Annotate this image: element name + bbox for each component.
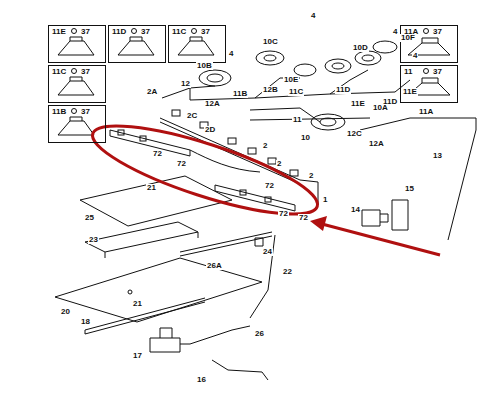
callout-number: 72 <box>278 210 289 218</box>
callout-number: 37 <box>81 68 90 76</box>
callout-number: 72 <box>264 182 275 190</box>
callout-number: 4 <box>412 52 418 60</box>
inset-box: 11C 37 <box>48 65 106 103</box>
bracket <box>85 222 198 258</box>
callout-number: 10B <box>196 62 213 70</box>
callout-number: 22 <box>282 268 293 276</box>
callout-number: 10F <box>400 34 416 42</box>
fitting <box>255 238 263 246</box>
part-number: 11D <box>112 28 126 36</box>
base-plate <box>55 258 262 322</box>
gas-pipe <box>212 360 268 380</box>
regulator <box>150 328 190 352</box>
callout-number: 10C <box>262 38 279 46</box>
support-bar <box>85 298 205 334</box>
callout-number: 12 <box>180 80 191 88</box>
inset-box: 11 37 <box>400 65 458 103</box>
callout-number: 11 <box>292 116 302 124</box>
part-number: 11 <box>404 68 412 76</box>
inset-box: 11B 37 <box>48 105 106 143</box>
inset-box: 11E 37 <box>48 25 106 63</box>
callout-number: 1 <box>322 196 328 204</box>
heat-shield <box>80 176 232 226</box>
callout-number: 16 <box>196 376 207 384</box>
callout-number: 25 <box>84 214 95 222</box>
callout-number: 72 <box>176 160 187 168</box>
callout-number: 4 <box>310 12 316 20</box>
callout-number: 10E <box>283 76 299 84</box>
callout-number: 12B <box>262 86 279 94</box>
gas-pipe <box>190 326 250 344</box>
callout-number: 13 <box>432 152 443 160</box>
part-number: 11C <box>52 68 66 76</box>
callout-number: 2A <box>146 88 158 96</box>
callout-number: 17 <box>132 352 143 360</box>
gas-tube <box>162 70 476 240</box>
callout-number: 26A <box>206 262 223 270</box>
callout-number: 72 <box>298 214 309 222</box>
part-number: 11C <box>172 28 186 36</box>
solenoid <box>362 210 388 226</box>
callout-number: 37 <box>433 68 442 76</box>
callout-number: 12C <box>346 130 363 138</box>
callout-number: 2D <box>204 126 216 134</box>
callout-number: 37 <box>433 28 442 36</box>
callout-number: 37 <box>201 28 210 36</box>
callout-number: 12A <box>368 140 385 148</box>
inset-box: 11A37 <box>400 25 458 63</box>
callout-number: 15 <box>404 185 415 193</box>
callout-number: 18 <box>80 318 91 326</box>
burner <box>199 41 397 130</box>
callout-number: 21 <box>146 184 157 192</box>
callout-number: 2 <box>308 172 314 180</box>
valve-inset-art <box>58 29 450 136</box>
callout-number: 26 <box>254 330 265 338</box>
inset-box: 11D 37 <box>108 25 166 63</box>
part-number: 11B <box>52 108 66 116</box>
gas-pipe <box>250 235 275 318</box>
callout-number: 2 <box>276 160 282 168</box>
highlight-arrow <box>310 216 440 255</box>
callout-number: 10D <box>352 44 369 52</box>
callout-number: 20 <box>60 308 71 316</box>
callout-number: 2 <box>262 142 268 150</box>
callout-number: 11B <box>232 90 248 98</box>
callout-number: 10 <box>300 134 311 142</box>
callout-number: 24 <box>262 248 273 256</box>
callout-number: 10A <box>372 104 389 112</box>
callout-number: 11E <box>350 100 366 108</box>
callout-number: 37 <box>81 28 90 36</box>
flex-tube <box>180 232 272 256</box>
callout-number: 4 <box>392 28 398 36</box>
callout-number: 4 <box>228 50 234 58</box>
callout-number: 11D <box>335 86 351 94</box>
callout-number: 11C <box>288 88 304 96</box>
callout-number: 11E <box>402 88 418 96</box>
part-number: 11E <box>52 28 66 36</box>
callout-number: 37 <box>141 28 150 36</box>
callout-number: 23 <box>88 236 99 244</box>
callout-number: 11A <box>418 108 434 116</box>
bracket <box>392 200 408 230</box>
callout-number: 2C <box>186 112 198 120</box>
callout-number: 37 <box>81 108 90 116</box>
callout-number: 72 <box>152 150 163 158</box>
callout-number: 12A <box>204 100 221 108</box>
highlight-ellipse <box>85 109 326 231</box>
inset-box: 11C 37 <box>168 25 226 63</box>
callout-number: 21 <box>132 300 143 308</box>
callout-number: 14 <box>350 206 361 214</box>
